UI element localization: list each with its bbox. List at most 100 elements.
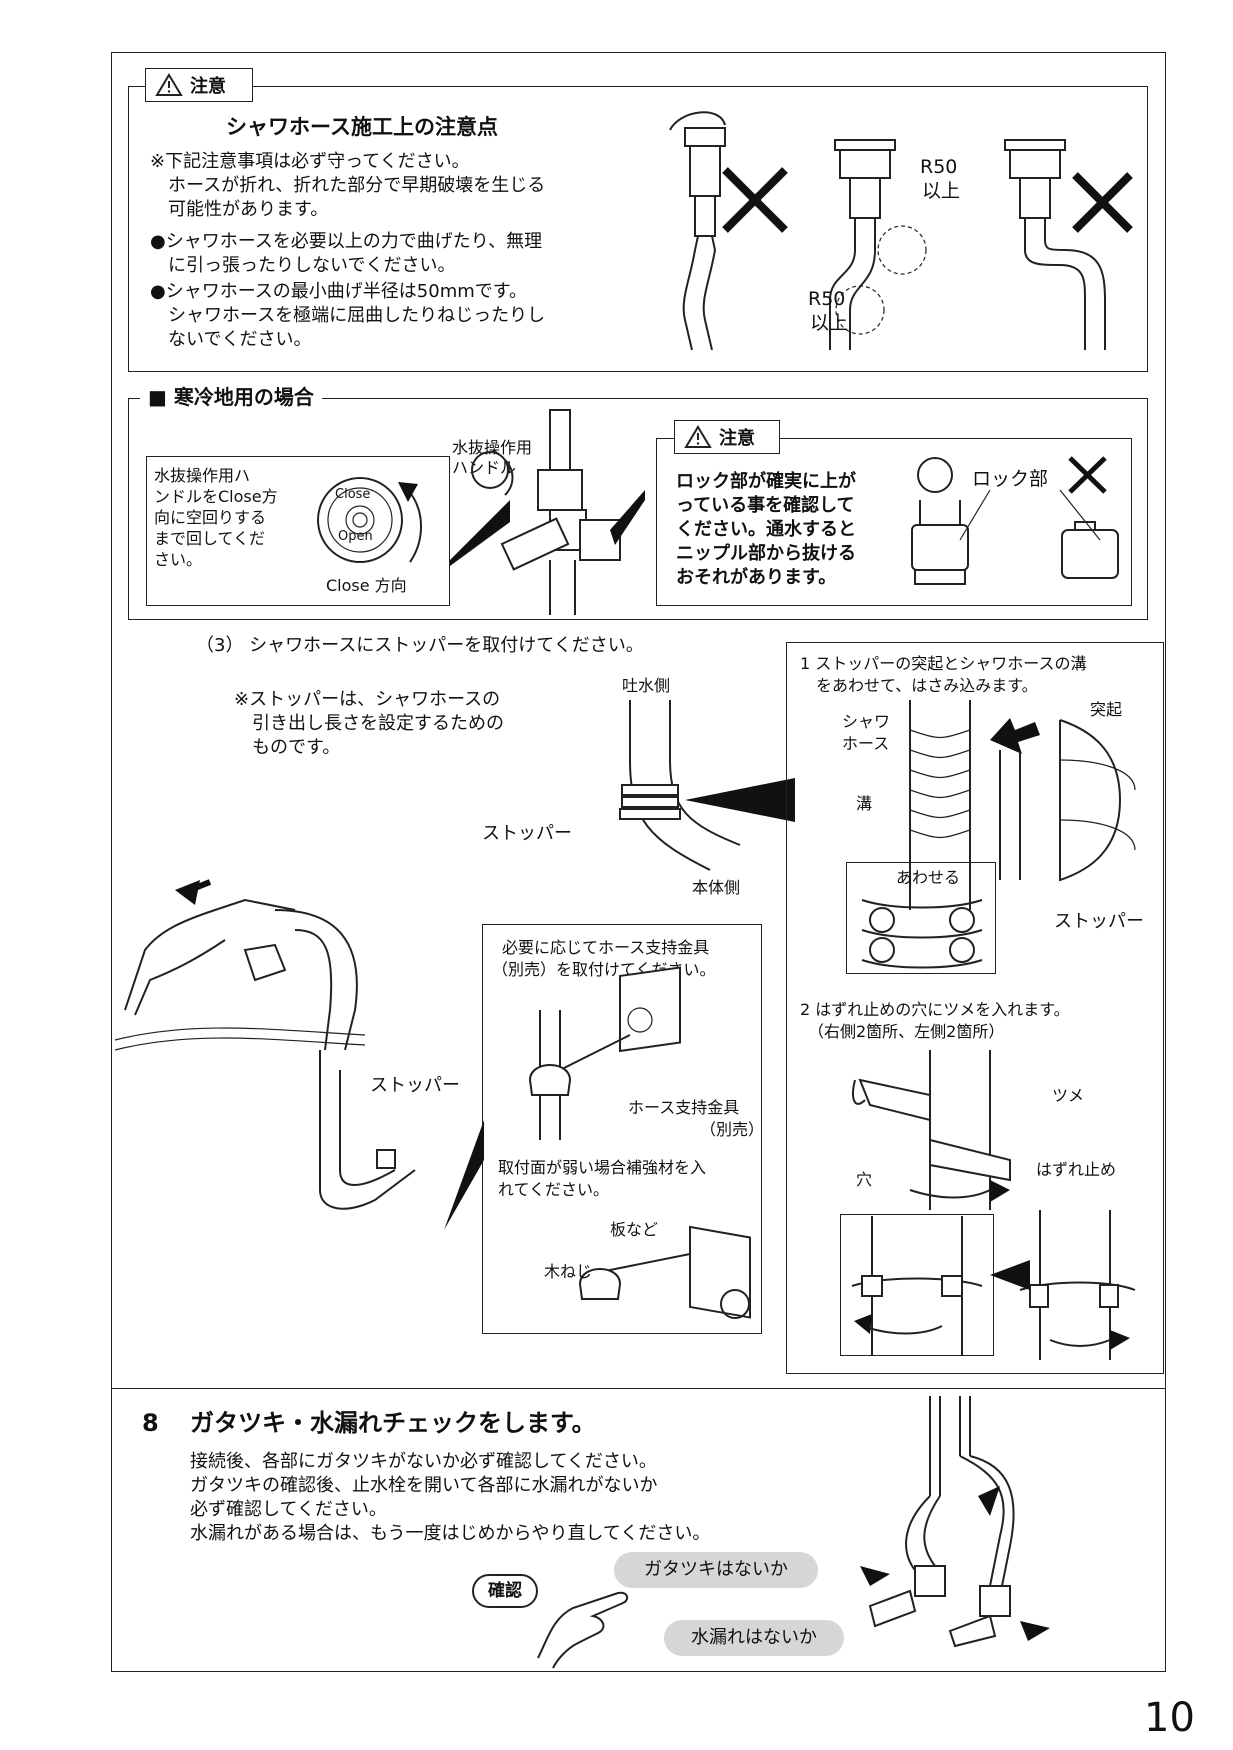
groove-label: 溝 bbox=[856, 794, 873, 813]
lock-caution-tag: 注意 bbox=[674, 420, 780, 454]
handle-text-3: まで回してくだ bbox=[154, 529, 266, 548]
caution-line-7: ないでください。 bbox=[150, 329, 312, 350]
handle-text-0: 水抜操作用ハ bbox=[154, 466, 251, 485]
cold-region-title: ■ 寒冷地用の場合 bbox=[140, 385, 322, 410]
r50-bottom-0: R50 bbox=[808, 288, 846, 310]
right1-1: をあわせて、はさみ込みます。 bbox=[800, 676, 1038, 695]
handle-text-2: 向に空回りする bbox=[154, 508, 267, 527]
weak-text-0: 取付面が弱い場合補強材を入 bbox=[498, 1158, 707, 1177]
stopper-procedure-box bbox=[786, 642, 1164, 1374]
callout-wedge bbox=[444, 1120, 484, 1230]
stopper-clamp-illustration bbox=[909, 700, 1136, 910]
handle-label-1: ハンドル bbox=[452, 458, 517, 477]
spout-side-label: 吐水側 bbox=[622, 676, 671, 695]
align-detail-illustration bbox=[861, 899, 983, 969]
lock-caution-label: 注意 bbox=[719, 428, 755, 449]
check-leak: 水漏れはないか bbox=[664, 1620, 844, 1656]
stopper-on-hose-illustration bbox=[619, 700, 795, 871]
caution-tag: 注意 bbox=[145, 68, 253, 102]
step3-note-2: ものです。 bbox=[234, 737, 341, 758]
right2-1: （右側2箇所、左側2箇所） bbox=[800, 1022, 1005, 1041]
r50-top-1: 以上 bbox=[922, 180, 961, 202]
step8-line-3: 水漏れがある場合は、もう一度はじめからやり直してください。 bbox=[190, 1523, 711, 1544]
handle-text-4: さい。 bbox=[154, 550, 203, 569]
cold-region-box bbox=[128, 398, 1148, 620]
support-text-1: （別売）を取付けてください。 bbox=[492, 960, 716, 979]
r50-top-0: R50 bbox=[920, 156, 958, 178]
caution-line-6: シャワホースを極端に屈曲したりねじったりし bbox=[150, 305, 546, 326]
plate-label: 板など bbox=[610, 1220, 659, 1239]
page-frame bbox=[111, 52, 1166, 1672]
pointing-hand-icon bbox=[537, 1591, 629, 1669]
warning-icon bbox=[684, 425, 712, 448]
hole-label: 穴 bbox=[856, 1170, 873, 1189]
handle-instruction-box bbox=[146, 456, 450, 606]
step3-note-0: ※ストッパーは、シャワホースの bbox=[234, 689, 501, 710]
clamp-detail-box bbox=[840, 1214, 994, 1356]
confirm-badge: 確認 bbox=[472, 1574, 538, 1608]
page-number: 10 bbox=[1144, 1695, 1195, 1741]
drain-valve-illustration bbox=[450, 409, 645, 615]
step8-title: ガタツキ・水漏れチェックをします。 bbox=[190, 1409, 596, 1437]
shower-hose-1: ホース bbox=[842, 734, 890, 753]
align-label: あわせる bbox=[896, 868, 961, 887]
step8-line-0: 接続後、各部にガタツキがないか必ず確認してください。 bbox=[190, 1451, 657, 1472]
handle-label-0: 水抜操作用 bbox=[452, 438, 533, 457]
caution-title: シャワホース施工上の注意点 bbox=[226, 115, 498, 139]
caution-line-0: ※下記注意事項は必ず守ってください。 bbox=[150, 151, 470, 172]
lock-caution-text-2: ください。通水すると bbox=[676, 519, 856, 540]
hose-bend-illustration bbox=[669, 111, 1133, 351]
handle-text-1: ンドルをClose方 bbox=[154, 487, 278, 506]
step3-title: （3） シャワホースにストッパーを取付けてください。 bbox=[196, 635, 644, 656]
caution-line-2: 可能性があります。 bbox=[150, 199, 329, 220]
stopper-label-right: ストッパー bbox=[1054, 911, 1144, 932]
retainer-label: はずれ止め bbox=[1036, 1160, 1117, 1179]
step8-line-1: ガタツキの確認後、止水栓を開いて各部に水漏れがないか bbox=[190, 1475, 658, 1496]
support-label-1: （別売） bbox=[700, 1120, 765, 1139]
caution-line-4: に引っ張ったりしないでください。 bbox=[150, 255, 456, 276]
body-side-label: 本体側 bbox=[692, 878, 741, 897]
lock-comparison-illustration bbox=[911, 456, 1119, 585]
right1-0: 1 ストッパーの突起とシャワホースの溝 bbox=[800, 654, 1087, 673]
caution-line-1: ホースが折れ、折れた部分で早期破壊を生じる bbox=[150, 175, 546, 196]
support-text-0: 必要に応じてホース支持金具 bbox=[502, 938, 710, 957]
lock-caution-text-0: ロック部が確実に上が bbox=[676, 471, 856, 492]
lock-caution-text-3: ニップル部から抜ける bbox=[676, 543, 856, 564]
support-label-0: ホース支持金具 bbox=[628, 1098, 740, 1117]
check-wobble: ガタツキはないか bbox=[614, 1552, 818, 1588]
weak-text-1: れてください。 bbox=[498, 1180, 610, 1199]
r50-bottom-1: 以上 bbox=[810, 312, 849, 334]
caution-line-3: ●シャワホースを必要以上の力で曲げたり、無理 bbox=[150, 231, 543, 252]
caution-label: 注意 bbox=[190, 76, 226, 97]
reinforcement-illustration bbox=[578, 1225, 751, 1319]
protrusion-label: 突起 bbox=[1090, 700, 1123, 719]
shower-hose-0: シャワ bbox=[842, 712, 891, 731]
right2-0: 2 はずれ止めの穴にツメを入れます。 bbox=[800, 1000, 1070, 1019]
warning-icon bbox=[155, 73, 183, 96]
retainer-illustration bbox=[852, 1050, 1011, 1210]
step3-note-1: 引き出し長さを設定するための bbox=[234, 713, 504, 734]
lock-label: ロック部 bbox=[972, 468, 1049, 490]
lock-caution-box bbox=[656, 438, 1132, 606]
knob-close: Close bbox=[335, 487, 371, 502]
knob-illustration bbox=[317, 477, 422, 563]
step8-line-2: 必ず確認してください。 bbox=[190, 1499, 387, 1520]
caution-box bbox=[128, 86, 1148, 372]
clamp-final-illustration bbox=[990, 1210, 1136, 1360]
hose-support-illustration bbox=[528, 966, 681, 1140]
step8-number: 8 bbox=[142, 1409, 159, 1437]
screw-label: 木ねじ bbox=[544, 1262, 593, 1281]
lock-caution-text-4: おそれがあります。 bbox=[676, 567, 837, 588]
claw-label: ツメ bbox=[1052, 1086, 1085, 1105]
stopper-label: ストッパー bbox=[482, 823, 572, 844]
caution-line-5: ●シャワホースの最小曲げ半径は50mmです。 bbox=[150, 281, 527, 302]
faucet-illustration bbox=[114, 879, 416, 1210]
section-divider bbox=[111, 1388, 1166, 1389]
clamp-detail-illustration bbox=[851, 1216, 983, 1356]
knob-open: Open bbox=[338, 529, 373, 544]
lock-caution-text-1: っている事を確認して bbox=[676, 495, 855, 516]
stopper-label-faucet: ストッパー bbox=[370, 1075, 460, 1096]
valve-assembly-illustration bbox=[860, 1396, 1050, 1648]
close-direction: Close 方向 bbox=[326, 576, 407, 595]
align-detail-box bbox=[846, 862, 996, 974]
